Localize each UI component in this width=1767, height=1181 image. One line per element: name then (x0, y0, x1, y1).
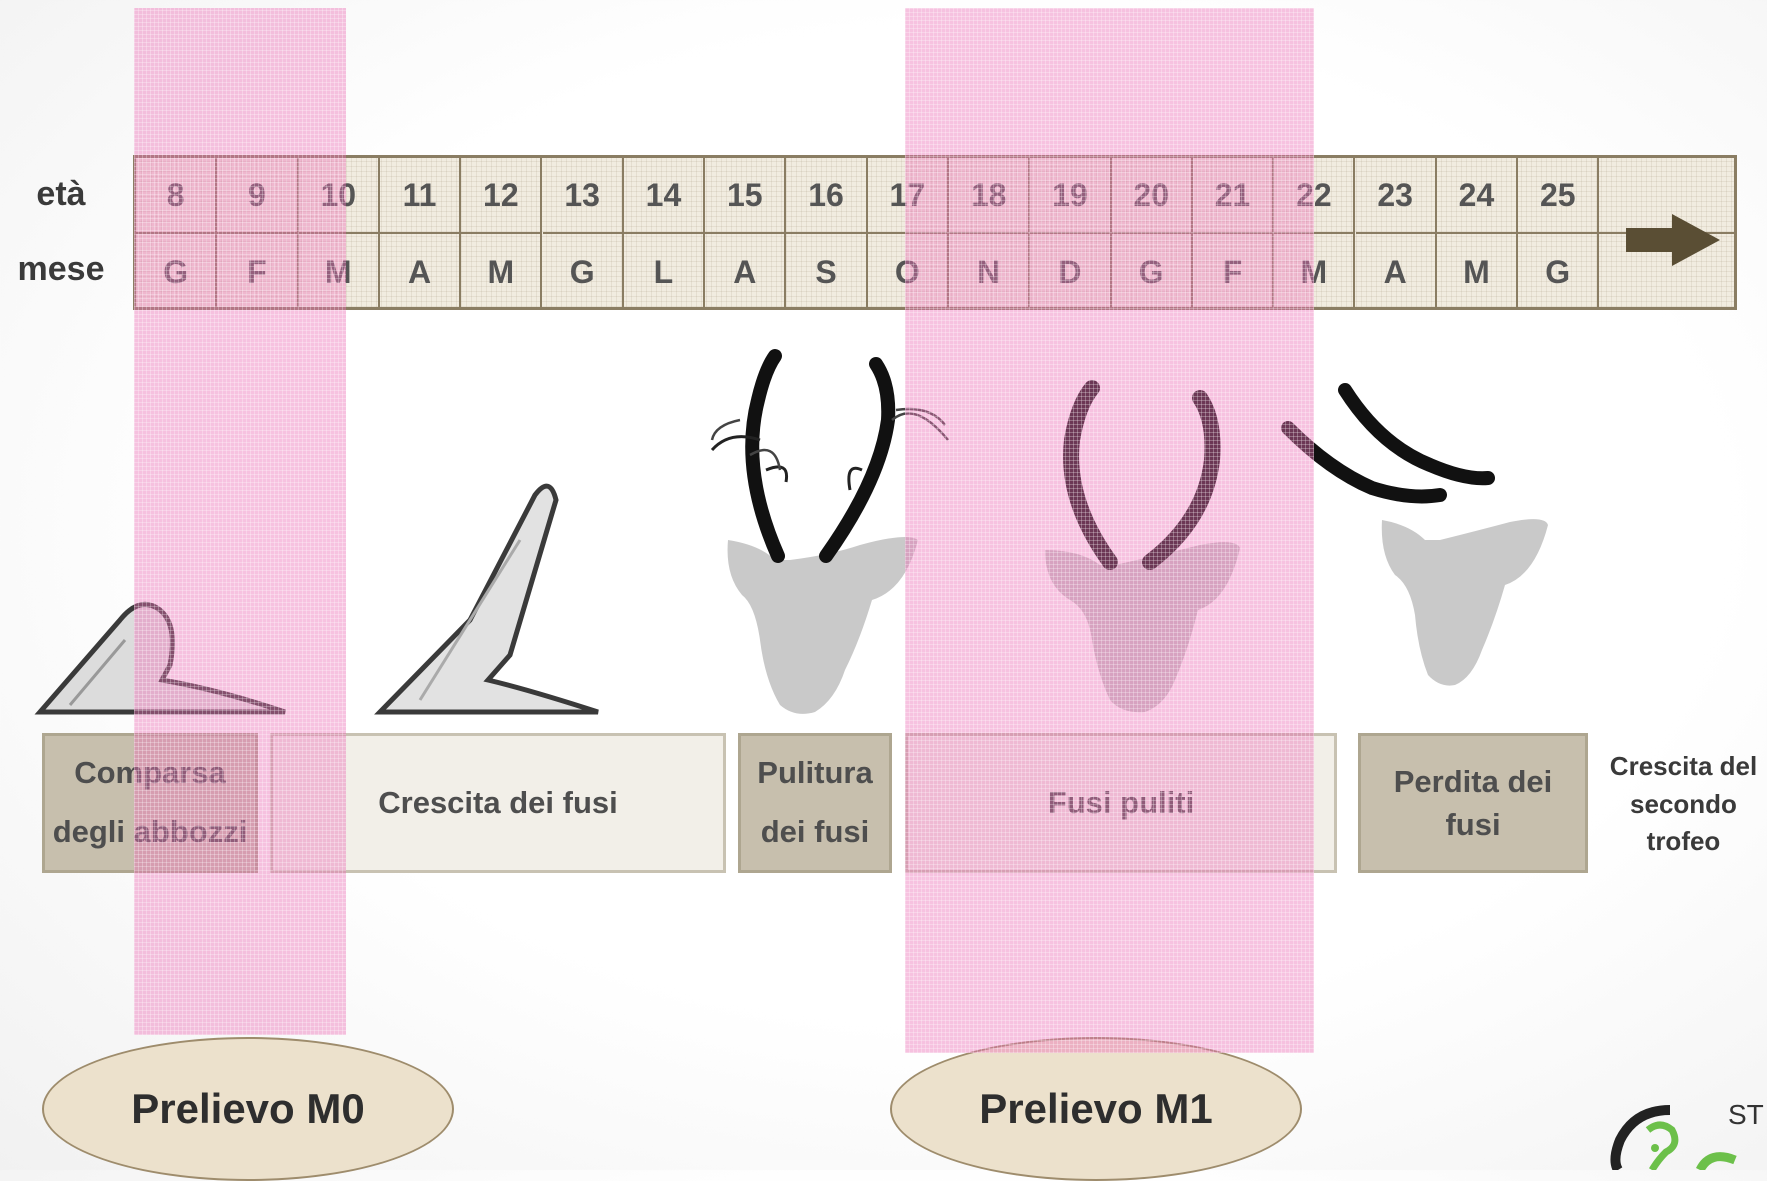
phase-comparsa-line1: Comparsa (74, 744, 226, 803)
bud-sketch-icon (40, 604, 285, 712)
sample-m1-label: Prelievo M1 (979, 1085, 1212, 1133)
phase-perdita-line2: fusi (1445, 803, 1500, 846)
sample-m0-oval: Prelievo M0 (42, 1037, 454, 1181)
phase-perdita-fusi: Perdita dei fusi (1358, 733, 1588, 873)
phase-secondo-line1: Crescita del (1600, 748, 1767, 786)
goat-head-shed-horns-icon (1288, 390, 1548, 686)
phase-perdita-line1: Perdita dei (1394, 760, 1553, 803)
phase-crescita-label: Crescita dei fusi (378, 782, 617, 824)
phase-crescita-secondo-trofeo: Crescita del secondo trofeo (1600, 748, 1767, 861)
logo-text: ST (1728, 1099, 1764, 1130)
sample-m1-oval: Prelievo M1 (890, 1037, 1302, 1181)
phase-secondo-line2: secondo (1600, 786, 1767, 824)
phase-crescita-fusi: Crescita dei fusi (270, 733, 726, 873)
spike-sketch-icon (380, 486, 598, 712)
phase-fusi-puliti-label: Fusi puliti (1048, 782, 1194, 824)
sample-m0-label: Prelievo M0 (131, 1085, 364, 1133)
phase-pulitura-line2: dei fusi (761, 803, 870, 862)
goat-head-clean-horns-icon (1045, 388, 1240, 712)
phase-secondo-line3: trofeo (1600, 823, 1767, 861)
phase-comparsa-abbozzi: Comparsa degli abbozzi (42, 733, 258, 873)
goat-head-cleaning-icon (712, 356, 948, 714)
phase-fusi-puliti: Fusi puliti (905, 733, 1337, 873)
logo-icon: ST (1600, 1090, 1767, 1170)
phase-comparsa-line2: degli abbozzi (53, 803, 248, 862)
phase-pulitura-fusi: Pulitura dei fusi (738, 733, 892, 873)
phase-pulitura-line1: Pulitura (757, 744, 872, 803)
